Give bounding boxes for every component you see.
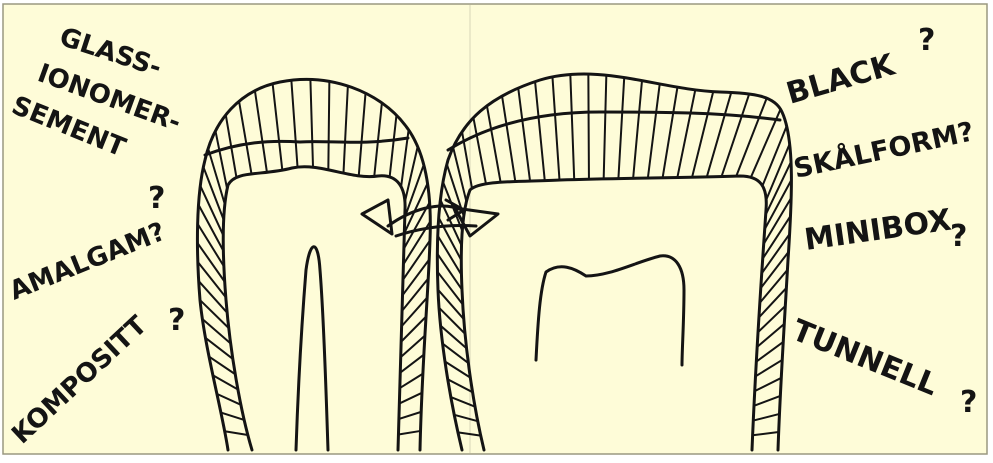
label-kompositt-question: ? (168, 303, 185, 338)
enamel-stripe (588, 74, 589, 179)
label-tunnell-question: ? (960, 385, 977, 420)
label-black-question: ? (918, 23, 935, 58)
enamel-stripe (328, 81, 329, 169)
label-minibox-question: ? (950, 219, 967, 254)
label-glass-ionomer-question: ? (148, 181, 165, 216)
